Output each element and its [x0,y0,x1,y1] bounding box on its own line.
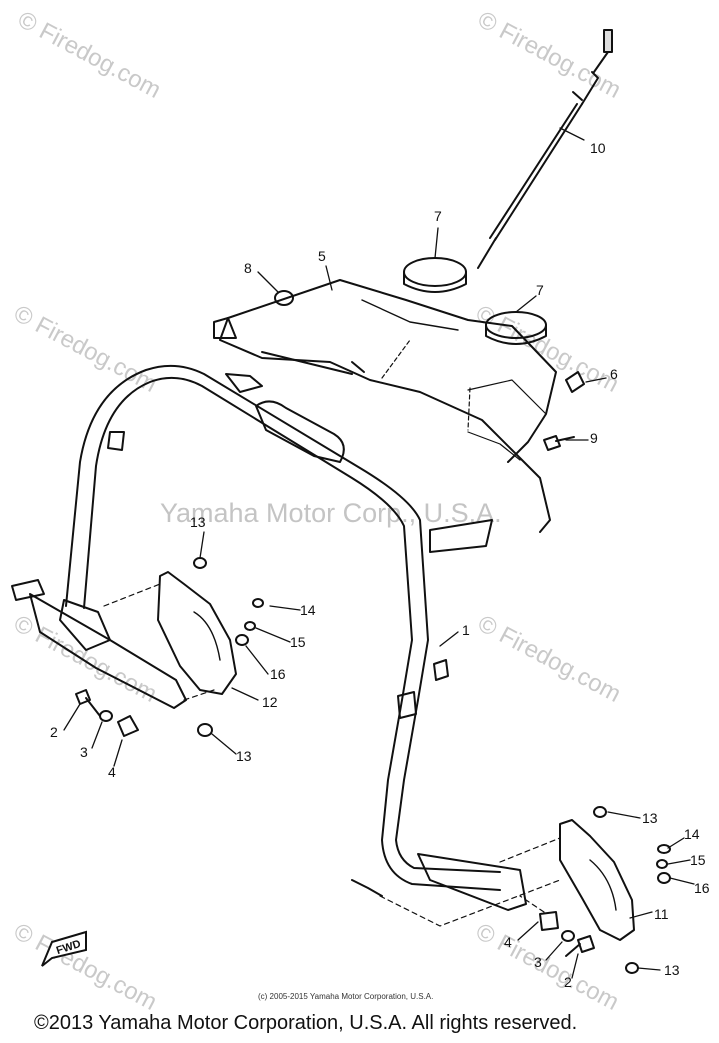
washer-3-right [561,930,575,942]
callout-2-right: 2 [564,974,572,990]
bolt-13-right-bottom [625,962,639,974]
speedometer-cable [477,29,613,269]
callout-11: 11 [654,906,669,922]
callout-8: 8 [244,260,252,276]
bolt-13-right-top [593,806,607,818]
lever-arm-left [29,593,187,709]
gauge-right [485,311,547,345]
callout-7-left: 7 [434,208,442,224]
grommet [274,290,294,306]
meter-bracket [213,279,557,533]
callout-14-left: 14 [300,602,316,618]
washer-15-left [244,621,256,631]
bolt-13-left-bottom [197,723,213,737]
callout-3-left: 3 [80,744,88,760]
nut-6 [565,371,585,393]
callout-15-right: 15 [690,852,706,868]
washer-14-right [657,844,671,854]
fwd-badge: FWD [41,930,87,967]
bolt-2-right [565,935,595,957]
callout-5: 5 [318,248,326,264]
watermark-yamaha: Yamaha Motor Corp., U.S.A. [160,498,502,528]
plate-4-right [539,911,559,931]
callout-6: 6 [610,366,618,382]
washer-3-left [99,710,113,722]
bushing-16-right [657,872,671,884]
callout-9: 9 [590,430,598,446]
callout-16-left: 16 [270,666,286,682]
callout-13-left-bottom: 13 [236,748,252,764]
copyright-footer: ©2013 Yamaha Motor Corporation, U.S.A. A… [34,1012,578,1034]
callout-7-right: 7 [536,282,544,298]
washer-15-right [656,859,668,869]
gauge-left [403,257,467,293]
bolt-2-left [75,689,101,717]
bushing-16-left [235,634,249,646]
callout-13-right-top: 13 [642,810,658,826]
pin-right [351,879,383,897]
washer-14-left [252,598,264,608]
callout-13-left-top: 13 [190,514,206,530]
callout-4-left: 4 [108,764,116,780]
leader-lines [63,127,695,979]
callout-4-right: 4 [504,934,512,950]
callout-1: 1 [462,622,470,638]
small-copyright: (c) 2005-2015 Yamaha Motor Corporation, … [258,992,434,1001]
bolt-9 [543,435,575,451]
callout-12: 12 [262,694,278,710]
pedal-quadrant-right [559,819,635,941]
callout-14-right: 14 [684,826,700,842]
pedal-quadrant-left [157,571,237,695]
callout-16-right: 16 [694,880,710,896]
callout-2-left: 2 [50,724,58,740]
callout-3-right: 3 [534,954,542,970]
cable-end-left [11,579,45,601]
callout-10: 10 [590,140,606,156]
plate-4-left [117,715,139,737]
callout-13-right-bottom: 13 [664,962,680,978]
bolt-13-left-top [193,557,207,569]
assembly-lines [103,583,561,927]
callout-15-left: 15 [290,634,306,650]
steering-frame [59,364,527,911]
